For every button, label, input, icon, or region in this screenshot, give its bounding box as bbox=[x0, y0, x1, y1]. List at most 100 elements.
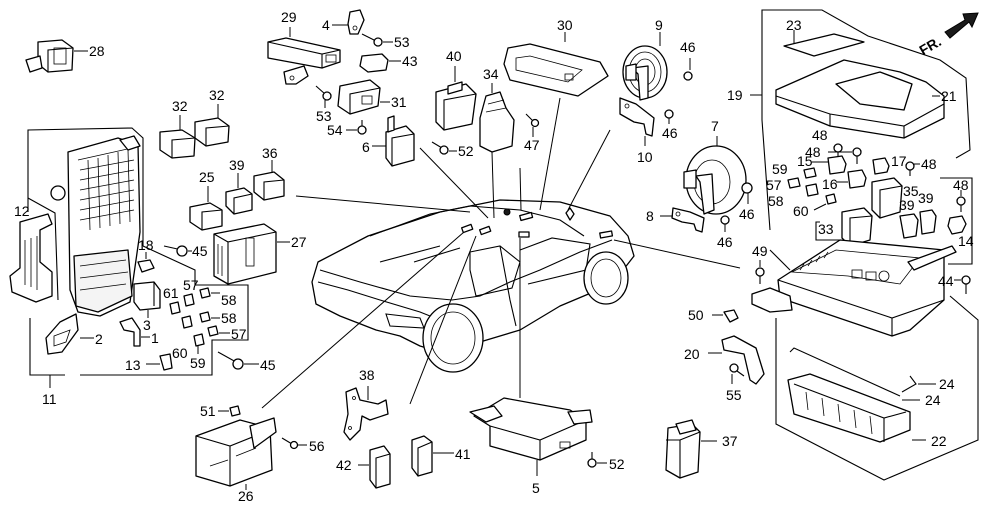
part-54-screw[interactable] bbox=[357, 120, 367, 135]
part-36-relay[interactable] bbox=[253, 171, 285, 201]
part-34-cover[interactable] bbox=[479, 91, 515, 153]
part-58-relay-b[interactable] bbox=[199, 311, 211, 323]
part-56-screw[interactable] bbox=[281, 437, 299, 450]
part-57-relay-a[interactable] bbox=[183, 293, 195, 307]
part-8-bracket[interactable] bbox=[671, 207, 705, 233]
part-48-screw-c[interactable] bbox=[905, 161, 915, 176]
part-20-bracket[interactable] bbox=[721, 335, 765, 385]
callout-39a: 39 bbox=[229, 157, 245, 173]
callout-52a: 52 bbox=[458, 143, 474, 159]
part-18-fuse-puller[interactable] bbox=[137, 259, 155, 273]
callout-26: 26 bbox=[238, 488, 254, 504]
part-59-relay[interactable] bbox=[193, 333, 205, 347]
part-38-bracket[interactable] bbox=[343, 387, 389, 441]
part-1-bracket[interactable] bbox=[119, 317, 141, 347]
callout-28: 28 bbox=[89, 43, 105, 59]
part-6-relay[interactable] bbox=[385, 115, 415, 167]
part-45-bolt-lower[interactable] bbox=[217, 351, 244, 370]
part-46-nut-c[interactable] bbox=[741, 182, 753, 194]
callout-57b: 57 bbox=[231, 326, 247, 342]
part-49-screw[interactable] bbox=[755, 267, 765, 284]
callout-46b: 46 bbox=[662, 125, 678, 141]
part-9-horn[interactable] bbox=[622, 45, 668, 101]
part-47-clip[interactable] bbox=[525, 113, 540, 128]
part-57-relay-b[interactable] bbox=[207, 325, 219, 337]
part-33-relay[interactable] bbox=[841, 207, 873, 247]
part-48-screw-b[interactable] bbox=[852, 147, 862, 164]
part-53-bolt-upper[interactable] bbox=[361, 33, 383, 47]
part-39-relay-right-a[interactable] bbox=[899, 213, 919, 239]
callout-32b: 32 bbox=[209, 87, 225, 103]
callout-49: 49 bbox=[752, 243, 768, 259]
part-13-clip[interactable] bbox=[159, 353, 173, 371]
part-32-relay-b[interactable] bbox=[194, 117, 230, 147]
part-60-fuse-right[interactable] bbox=[825, 193, 837, 205]
callout-36: 36 bbox=[262, 145, 278, 161]
front-label: FR. bbox=[916, 33, 944, 58]
part-29-control-module[interactable] bbox=[267, 37, 341, 85]
part-58-relay-a[interactable] bbox=[199, 287, 211, 299]
part-46-nut-d[interactable] bbox=[720, 215, 730, 225]
part-55-bolt[interactable] bbox=[729, 363, 745, 377]
part-24-rod-upper[interactable] bbox=[901, 375, 917, 393]
part-17-relay[interactable] bbox=[872, 157, 890, 175]
part-25-relay[interactable] bbox=[189, 202, 223, 231]
part-mount-bracket[interactable] bbox=[751, 287, 793, 313]
part-39-relay-right-b[interactable] bbox=[919, 209, 937, 235]
part-11-fuse-box-assembly[interactable] bbox=[27, 127, 144, 317]
part-60-relay[interactable] bbox=[181, 315, 193, 329]
part-46-nut-b[interactable] bbox=[664, 109, 674, 119]
part-5-control-unit[interactable] bbox=[469, 397, 593, 461]
part-4-bracket[interactable] bbox=[347, 9, 365, 35]
part-44-screw[interactable] bbox=[961, 275, 971, 294]
part-28-switch[interactable] bbox=[25, 39, 74, 73]
part-26-control-unit[interactable] bbox=[195, 417, 277, 487]
callout-7: 7 bbox=[711, 118, 719, 134]
part-31-connector[interactable] bbox=[337, 79, 381, 115]
part-53-bolt-lower[interactable] bbox=[315, 85, 332, 101]
part-41-relay[interactable] bbox=[411, 435, 433, 477]
part-37-relay[interactable] bbox=[665, 419, 701, 479]
callout-57a: 57 bbox=[183, 277, 199, 293]
callout-39c: 39 bbox=[918, 190, 934, 206]
part-30-display-unit[interactable] bbox=[503, 43, 609, 97]
part-23-label[interactable] bbox=[783, 33, 865, 57]
part-27-control-unit[interactable] bbox=[213, 223, 277, 285]
part-2-bracket[interactable] bbox=[45, 313, 79, 355]
part-7-horn[interactable] bbox=[683, 145, 747, 215]
part-52-bolt-upper[interactable] bbox=[431, 141, 449, 155]
part-40-control-unit[interactable] bbox=[435, 81, 477, 131]
part-15-relay[interactable] bbox=[827, 155, 847, 175]
part-57-fuse-right[interactable] bbox=[787, 177, 801, 189]
part-3-holder[interactable] bbox=[133, 281, 161, 311]
part-fuse-box-base[interactable] bbox=[777, 239, 957, 337]
part-19-relay-box-assembly[interactable] bbox=[761, 9, 971, 271]
part-35-relay[interactable] bbox=[871, 177, 903, 219]
callout-43: 43 bbox=[402, 53, 418, 69]
callout-22: 22 bbox=[931, 433, 947, 449]
part-50-nut[interactable] bbox=[723, 309, 739, 323]
callout-42: 42 bbox=[336, 457, 352, 473]
part-32-relay-a[interactable] bbox=[159, 129, 196, 159]
callout-45a: 45 bbox=[192, 243, 208, 259]
part-59-fuse-right[interactable] bbox=[803, 167, 817, 179]
part-42-relay[interactable] bbox=[369, 445, 391, 489]
part-58-fuse-right[interactable] bbox=[805, 183, 819, 197]
part-10-bracket[interactable] bbox=[619, 97, 655, 137]
part-24-rod-lower[interactable] bbox=[789, 347, 901, 397]
part-22-lower-tray[interactable] bbox=[787, 373, 911, 443]
callout-4: 4 bbox=[322, 17, 330, 33]
part-48-screw-d[interactable] bbox=[956, 196, 966, 212]
part-45-bolt-upper[interactable] bbox=[163, 245, 188, 257]
part-16-relay[interactable] bbox=[847, 169, 867, 189]
part-43-relay[interactable] bbox=[359, 53, 389, 73]
part-46-nut-a[interactable] bbox=[683, 71, 693, 81]
part-21-cover[interactable] bbox=[775, 59, 945, 139]
part-61-relay[interactable] bbox=[169, 301, 181, 315]
part-52-bolt-lower[interactable] bbox=[587, 452, 597, 468]
part-14-relay[interactable] bbox=[940, 177, 973, 265]
part-51-nut[interactable] bbox=[229, 405, 241, 417]
part-12-bracket[interactable] bbox=[9, 213, 53, 303]
part-39-relay-left[interactable] bbox=[225, 187, 253, 215]
